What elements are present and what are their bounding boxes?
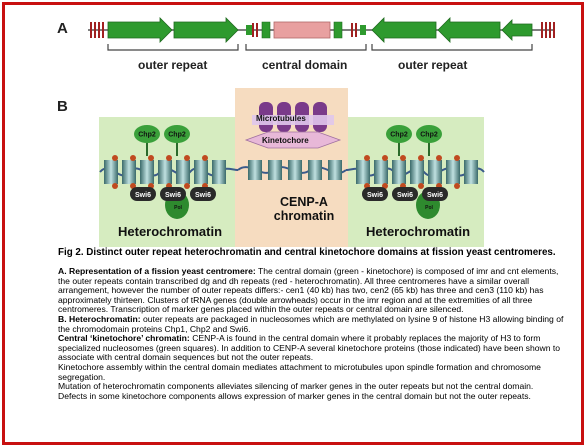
chp2-bubble: Chp2 [134, 125, 160, 143]
svg-text:Swi6: Swi6 [195, 192, 211, 199]
figure-legend-text: A. Representation of a fission yeast cen… [58, 266, 564, 401]
outer-repeat-left [107, 17, 239, 43]
kinetochore-label: Kinetochore [262, 136, 309, 145]
svg-text:Chp2: Chp2 [390, 132, 408, 139]
svg-text:Swi6: Swi6 [165, 192, 181, 199]
central-domain-label: central domain [262, 58, 348, 72]
legend-para-c: Central ‘kinetochore’ chromatin: CENP-A … [58, 333, 564, 363]
legend-para-e: Mutation of heterochromatin components a… [58, 381, 534, 401]
svg-text:Chp2: Chp2 [420, 132, 438, 139]
panel-b-letter: B [57, 98, 68, 115]
legend-para-a-body: The central domain (green - kinetochore)… [58, 266, 559, 315]
swi6-pill: Swi6 [392, 187, 418, 201]
swi6-pill: Swi6 [422, 187, 448, 201]
legend-para-c-body: CENP-A is found in the central domain wh… [58, 333, 561, 363]
heterochromatin-right-label: Heterochromatin [366, 224, 471, 239]
trna-ticks-imr-right [351, 23, 357, 37]
chp2-bubble: Chp2 [386, 125, 412, 143]
svg-text:Swi6: Swi6 [135, 192, 151, 199]
svg-text:Chp2: Chp2 [138, 132, 156, 139]
label-brackets [107, 44, 533, 51]
legend-para-b: B. Heterochromatin: outer repeats are pa… [58, 313, 564, 334]
swi6-pill: Swi6 [362, 187, 388, 201]
swi6-pill: Swi6 [190, 187, 216, 201]
svg-text:Swi6: Swi6 [367, 192, 383, 199]
legend-para-a-head: A. Representation of a fission yeast cen… [58, 266, 256, 276]
chp2-bubble: Chp2 [416, 125, 442, 143]
swi6-pill: Swi6 [160, 187, 186, 201]
kinetochore-shape [244, 131, 342, 149]
svg-text:Pol: Pol [425, 205, 433, 211]
central-domain [246, 21, 366, 39]
svg-text:Chp2: Chp2 [168, 132, 186, 139]
legend-para-c-head: Central ‘kinetochore’ chromatin: [58, 333, 190, 344]
swi6-pill: Swi6 [130, 187, 156, 201]
chp2-bubble: Chp2 [164, 125, 190, 143]
centromere-map [88, 17, 555, 51]
trna-ticks-right [541, 22, 555, 38]
heterochromatin-left-label: Heterochromatin [118, 224, 223, 239]
cenpa-line1: CENP-A [280, 195, 328, 209]
microtubules-label: Microtubules [256, 114, 306, 123]
cenpa-line2: chromatin [273, 209, 335, 223]
legend-para-b-body: outer repeats are packaged in nucleosome… [58, 313, 564, 334]
svg-text:Swi6: Swi6 [427, 192, 443, 199]
central-nucleosomes [237, 160, 347, 180]
hetero-left-nucleosomes [99, 160, 239, 184]
pol-label: Pol [174, 205, 182, 211]
pol-label: Pol [425, 205, 433, 211]
svg-text:Swi6: Swi6 [397, 192, 413, 199]
legend-para-d: Kinetochore assembly within the central … [58, 361, 541, 382]
outer-repeat-right-label: outer repeat [398, 58, 468, 72]
legend-para-a: A. Representation of a fission yeast cen… [58, 266, 564, 315]
outer-repeat-left-label: outer repeat [138, 58, 208, 72]
svg-text:Pol: Pol [174, 205, 182, 211]
hetero-right-nucleosomes [345, 160, 485, 184]
trna-ticks-imr-left [252, 23, 258, 37]
legend-para-b-head: B. Heterochromatin: [58, 313, 141, 324]
trna-ticks-left [90, 22, 104, 38]
outer-repeat-right [371, 17, 533, 43]
cenpa-chromatin-label: CENP-A chromatin [254, 195, 354, 223]
figure-caption: Fig 2. Distinct outer repeat heterochrom… [58, 247, 556, 258]
panel-a-letter: A [57, 20, 68, 37]
